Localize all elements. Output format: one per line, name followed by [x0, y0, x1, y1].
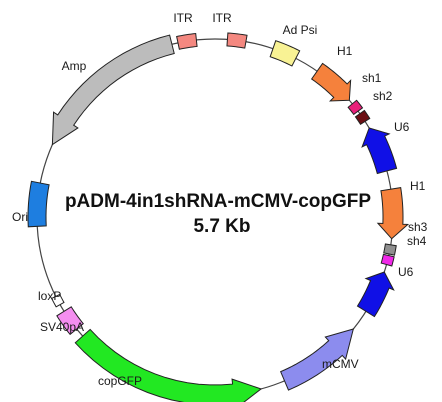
sh1-feature	[347, 99, 364, 116]
sh2-label: sh2	[373, 89, 393, 103]
h1-b-label: H1	[410, 179, 426, 193]
sh4-feature	[380, 253, 395, 267]
amp-feature	[51, 34, 175, 146]
plasmid-size: 5.7 Kb	[193, 216, 250, 237]
u6-b-feature	[356, 271, 395, 318]
ad-psi-feature	[269, 40, 301, 67]
copgfp-label: copGFP	[98, 374, 142, 388]
itr-2-feature	[226, 32, 248, 49]
u6-b-label: U6	[398, 265, 414, 279]
mcmv-feature	[279, 328, 355, 391]
sh2-feature	[354, 109, 371, 126]
h1-a-label: H1	[337, 44, 353, 58]
loxp-feature	[50, 293, 65, 308]
sh3-feature	[383, 243, 397, 256]
sh1-label: sh1	[362, 71, 382, 85]
h1-a-feature	[310, 62, 352, 102]
sh4-label: sh4	[407, 234, 427, 248]
itr-2-label: ITR	[212, 11, 232, 25]
itr-1-label: ITR	[173, 11, 193, 25]
sv40pa-feature	[56, 306, 84, 336]
h1-b-feature	[376, 187, 410, 240]
ori-label: Ori	[12, 210, 28, 224]
loxp-label: loxP	[38, 289, 61, 303]
amp-label: Amp	[62, 59, 87, 73]
u6-a-feature	[361, 127, 398, 175]
mcmv-label: mCMV	[322, 357, 359, 371]
itr-1-feature	[176, 32, 198, 50]
ori-feature	[27, 180, 50, 228]
ad-psi-label: Ad Psi	[283, 23, 318, 37]
sh3-label: sh3	[408, 220, 428, 234]
sv40pa-label: SV40pA	[40, 320, 84, 334]
plasmid-name: pADM-4in1shRNA-mCMV-copGFP	[65, 191, 371, 212]
copgfp-feature	[74, 328, 263, 402]
u6-a-label: U6	[394, 120, 410, 134]
